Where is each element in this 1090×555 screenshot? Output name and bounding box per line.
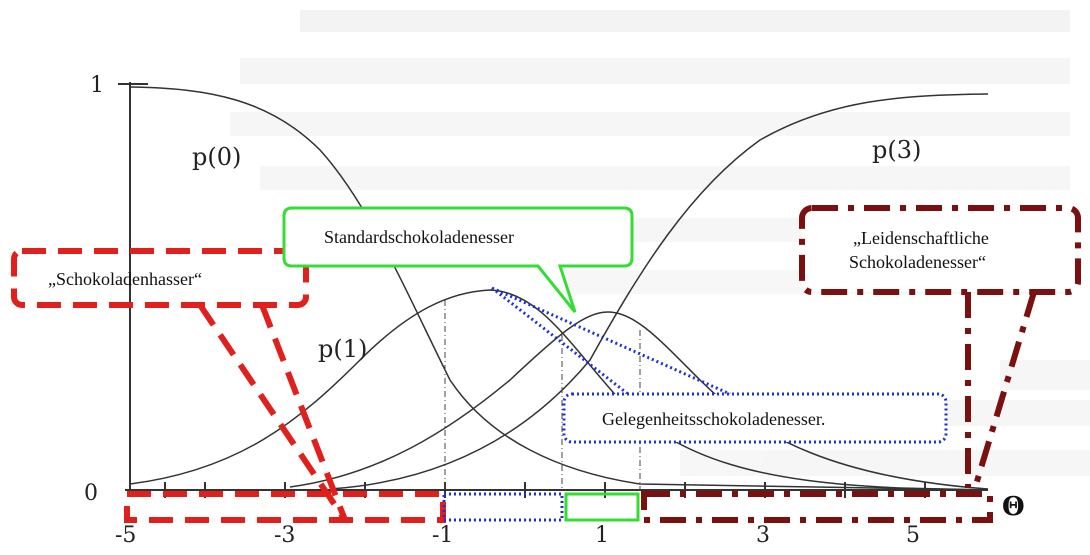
curve-p3 xyxy=(329,93,989,490)
curve-label-p0: p(0) xyxy=(192,143,241,171)
callout-standard xyxy=(282,206,640,522)
y-tick-label-0: 0 xyxy=(84,481,98,506)
callout-passionate-label-line2: Schokoladenesser“ xyxy=(849,252,986,272)
x-tick-label-neg3: -3 xyxy=(274,523,295,548)
curve-p1 xyxy=(129,289,989,491)
callout-hater-label: „Schokoladenhasser“ xyxy=(48,269,202,289)
callout-passionate xyxy=(641,205,1081,523)
theta-symbol: Θ xyxy=(1002,492,1025,522)
x-tick-label-5: 5 xyxy=(906,523,920,548)
x-tick-label-3: 3 xyxy=(756,523,770,548)
callout-standard-label: Standardschokoladenesser xyxy=(324,227,514,247)
curve-p2 xyxy=(289,311,989,490)
curve-label-p3: p(3) xyxy=(872,136,921,164)
x-tick-label-1: 1 xyxy=(595,523,609,548)
callout-hater xyxy=(11,248,446,523)
callout-occasional xyxy=(442,286,948,522)
x-tick-label-neg1: -1 xyxy=(432,523,453,548)
y-tick-label-1: 1 xyxy=(90,73,104,98)
x-tick-label-neg5: -5 xyxy=(115,523,136,548)
callout-occasional-label: Gelegenheitsschokoladenesser. xyxy=(602,409,825,429)
curve-p0 xyxy=(129,86,989,491)
y-axis xyxy=(118,82,148,490)
callout-passionate-label-line1: „Leidenschaftliche xyxy=(853,228,989,248)
curve-label-p1: p(1) xyxy=(318,335,367,363)
